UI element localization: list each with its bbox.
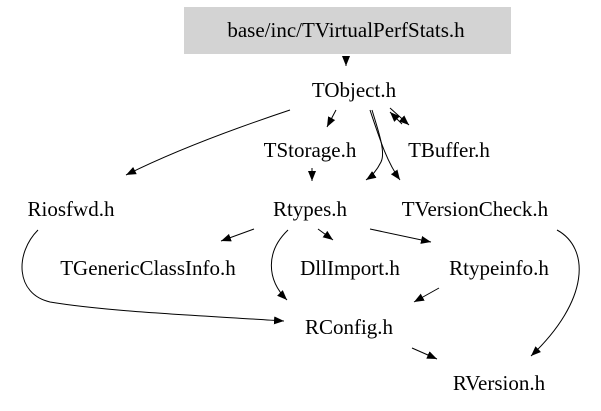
node-tversioncheck[interactable]: TVersionCheck.h bbox=[402, 197, 549, 221]
edge-tobject-to-tversioncheck bbox=[369, 109, 401, 181]
node-label: DllImport.h bbox=[300, 256, 400, 280]
node-label: TStorage.h bbox=[264, 138, 357, 162]
node-dllimport[interactable]: DllImport.h bbox=[300, 256, 400, 280]
edge-rtypes-to-dllimport bbox=[317, 228, 334, 241]
edge-tversioncheck-to-rversion bbox=[530, 229, 580, 357]
node-label: Rtypeinfo.h bbox=[449, 256, 549, 280]
edge-rtypes-to-tgenericclassinfo bbox=[220, 228, 255, 242]
edge-tobject-to-tbuffer bbox=[389, 107, 410, 126]
node-label: TGenericClassInfo.h bbox=[60, 256, 236, 280]
node-rconfig[interactable]: RConfig.h bbox=[305, 315, 394, 339]
node-root-box bbox=[184, 7, 511, 54]
node-label: Rtypes.h bbox=[273, 197, 348, 221]
node-riosfwd[interactable]: Riosfwd.h bbox=[28, 197, 115, 221]
node-label: TVersionCheck.h bbox=[402, 197, 549, 221]
edge-tobject-to-riosfwd bbox=[125, 109, 291, 176]
node-tstorage[interactable]: TStorage.h bbox=[264, 138, 357, 162]
node-tgenericclassinfo[interactable]: TGenericClassInfo.h bbox=[60, 256, 236, 280]
node-label: RVersion.h bbox=[453, 371, 546, 395]
node-root[interactable]: base/inc/TVirtualPerfStats.h bbox=[184, 7, 511, 54]
edge-tbuffer-to-tobject bbox=[389, 111, 403, 125]
edges-layer bbox=[21, 56, 580, 360]
nodes-layer: base/inc/TVirtualPerfStats.hTObject.hTSt… bbox=[28, 7, 549, 395]
node-rversion[interactable]: RVersion.h bbox=[453, 371, 546, 395]
node-tbuffer[interactable]: TBuffer.h bbox=[408, 138, 490, 162]
edge-rconfig-to-rversion bbox=[411, 347, 438, 360]
edge-rtypes-to-rconfig bbox=[270, 229, 289, 301]
node-tobject[interactable]: TObject.h bbox=[312, 78, 397, 102]
node-label: Riosfwd.h bbox=[28, 197, 115, 221]
edge-rtypeinfo-to-rconfig bbox=[413, 287, 440, 303]
node-label: RConfig.h bbox=[305, 315, 394, 339]
node-label: base/inc/TVirtualPerfStats.h bbox=[227, 18, 465, 42]
node-rtypeinfo[interactable]: Rtypeinfo.h bbox=[449, 256, 549, 280]
node-label: TBuffer.h bbox=[408, 138, 490, 162]
edge-riosfwd-to-rconfig bbox=[21, 229, 285, 325]
edge-rtypes-to-rtypeinfo bbox=[369, 228, 432, 244]
node-rtypes[interactable]: Rtypes.h bbox=[273, 197, 348, 221]
node-label: TObject.h bbox=[312, 78, 397, 102]
edge-tobject-to-rtypes bbox=[365, 109, 384, 181]
edge-tobject-to-tstorage bbox=[326, 109, 337, 128]
